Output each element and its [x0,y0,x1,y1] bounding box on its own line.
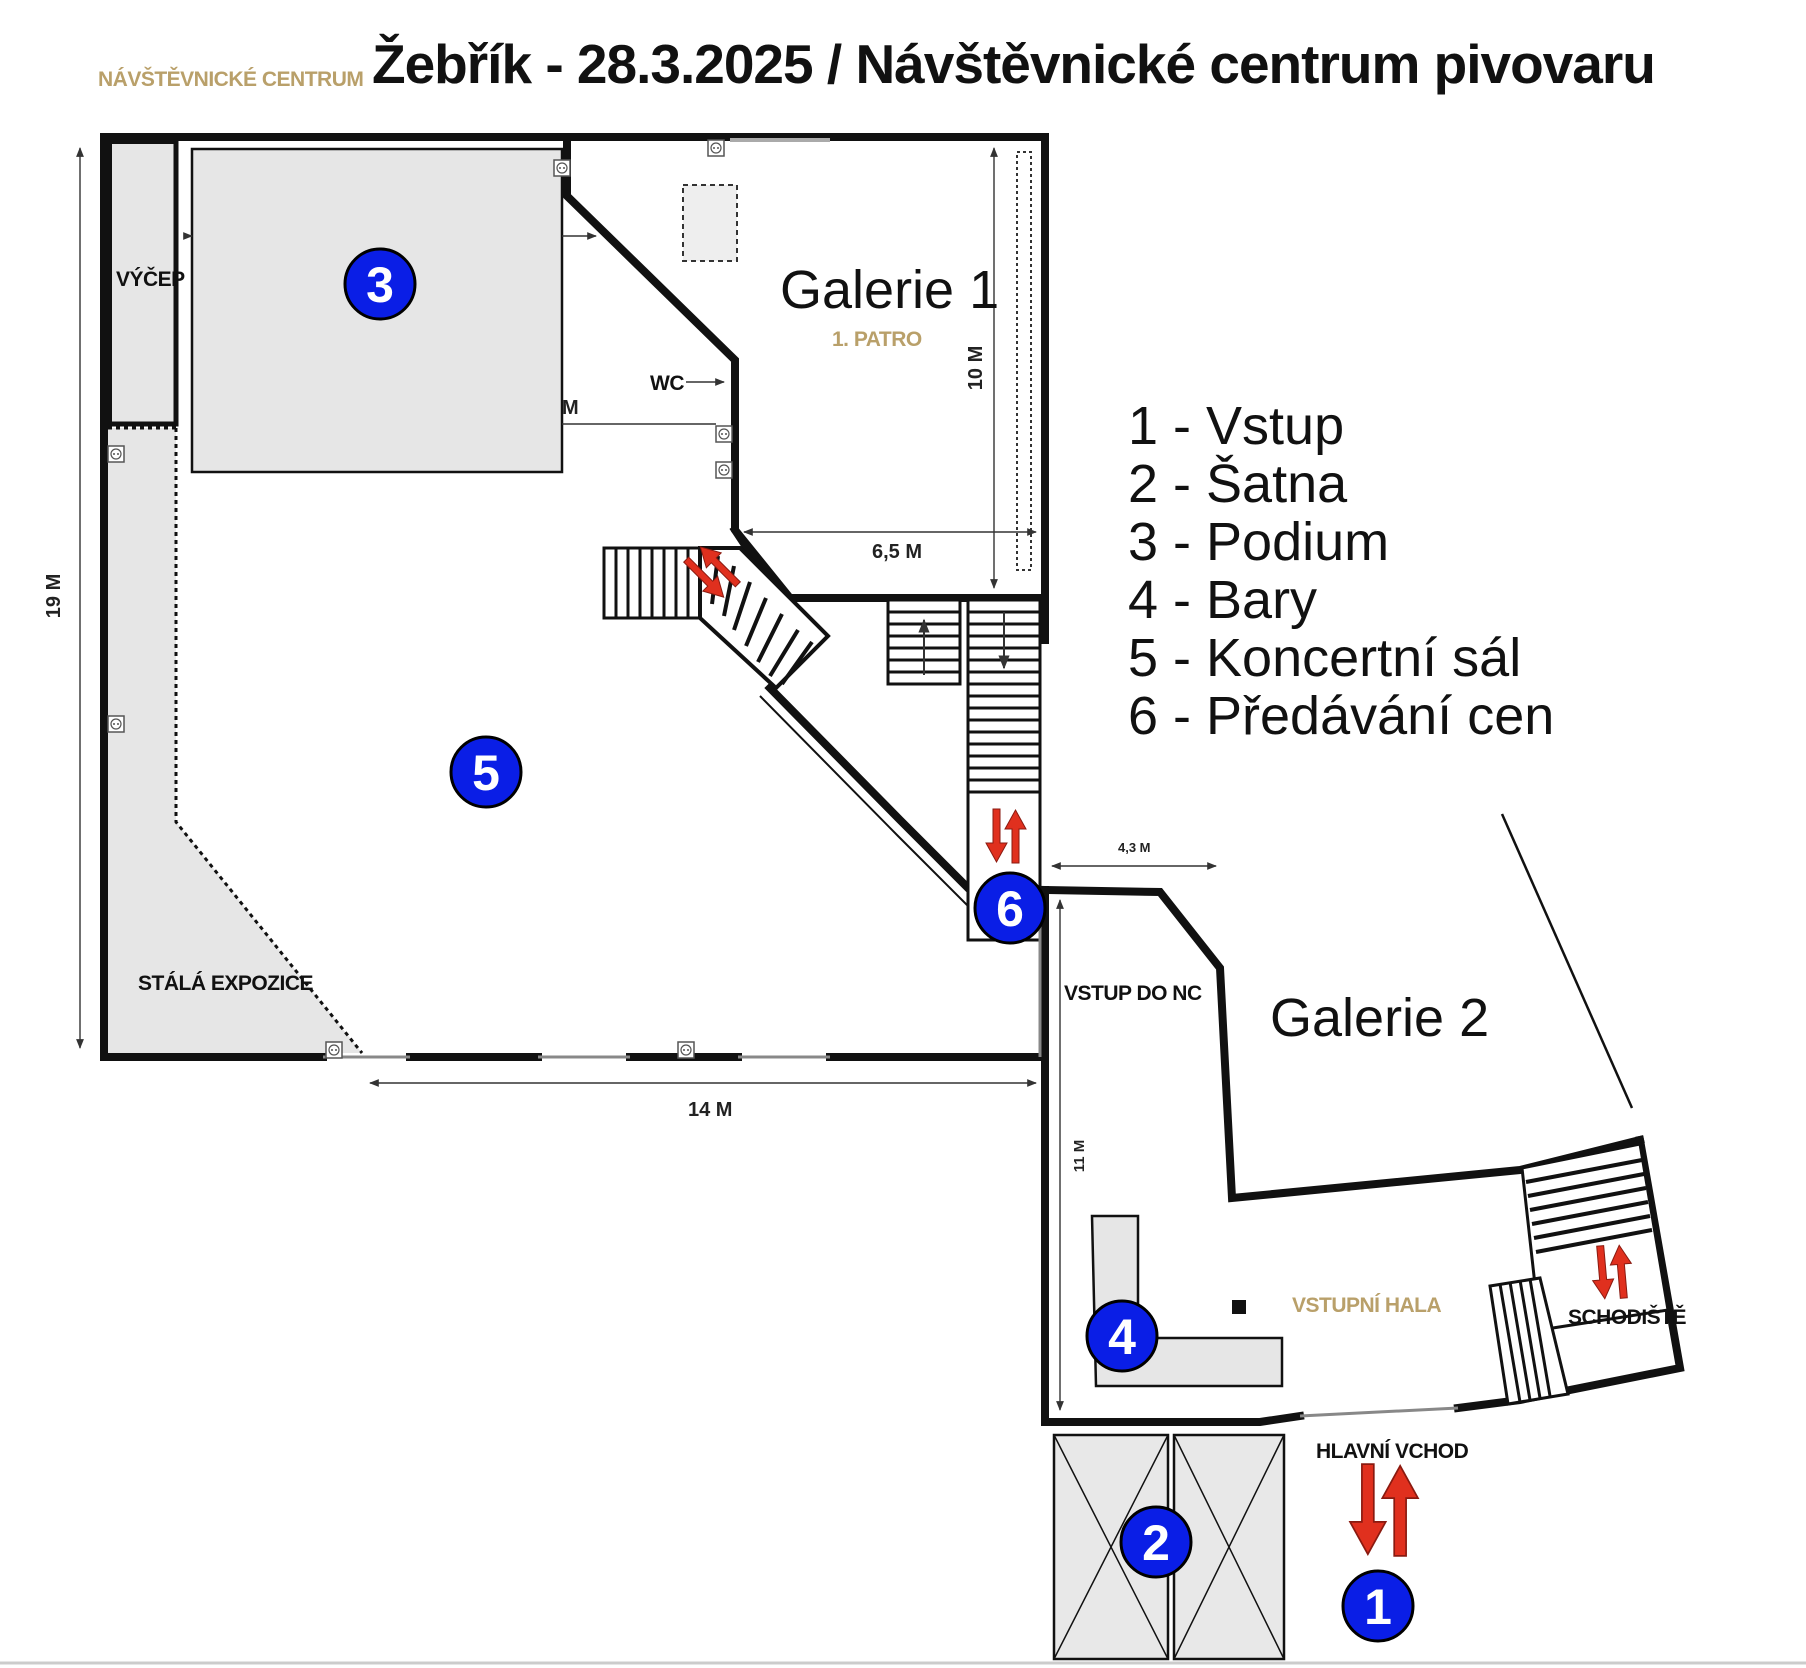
svg-text:6: 6 [996,881,1024,937]
stairs-icon [1488,1142,1670,1406]
outlet-icon [715,461,733,479]
dimension-6-5m: 6,5 M [872,541,922,563]
dimension-4-3m: 4,3 M [1118,840,1151,855]
legend-item: 2 - Šatna [1128,454,1348,514]
svg-text:1: 1 [1364,1579,1392,1635]
exhibition-area [108,428,362,1053]
legend-item: 5 - Koncertní sál [1128,628,1521,688]
outlet-icon [553,159,571,177]
legend-item: 3 - Podium [1128,512,1389,572]
dimension-10m: 10 M [965,346,987,390]
marker-1: 1 [1341,1569,1415,1643]
main-hall-walls [100,133,1049,1061]
legend: 1 - Vstup 2 - Šatna 3 - Podium 4 - Bary … [1128,396,1554,746]
up-down-arrow-icon [1349,1463,1419,1557]
outlet-icon [677,1041,695,1059]
gallery1-walls [563,140,796,604]
entrance-hall-label: VSTUPNÍ HALA [1292,1294,1442,1317]
dimension-14m: 14 M [688,1099,732,1121]
nc-entry-label: VSTUP DO NC [1064,982,1202,1005]
legend-item: 4 - Bary [1128,570,1317,630]
staircase-label: SCHODIŠTĚ [1568,1305,1687,1329]
legend-item: 6 - Předávání cen [1128,686,1554,746]
legend-item: 1 - Vstup [1128,396,1344,456]
marker-3: 3 [343,247,417,321]
dimension-19m: 19 M [43,574,65,618]
outlet-icon [707,139,725,157]
wc-label: WC [650,372,684,395]
permanent-exhibition-label: STÁLÁ EXPOZICE [138,972,314,995]
outlet-icon [107,445,125,463]
stairs-icon [602,546,831,691]
tap-room-label: VÝČEP [116,267,185,291]
svg-text:2: 2 [1142,1515,1170,1571]
marker-5: 5 [449,735,523,809]
marker-6: 6 [973,871,1047,945]
svg-text:5: 5 [472,745,500,801]
outlet-icon [107,715,125,733]
marker-4: 4 [1085,1299,1159,1373]
outlet-icon [715,425,733,443]
gallery2-label: Galerie 2 [1270,988,1489,1048]
svg-text:3: 3 [366,257,394,313]
outlet-icon [325,1041,343,1059]
dimension-m: M [562,397,579,419]
marker-2: 2 [1119,1505,1193,1579]
floor-level-label: 1. PATRO [832,328,922,351]
page-title: Žebřík - 28.3.2025 / Návštěvnické centru… [372,33,1655,95]
gallery2-edge [1500,813,1634,1109]
brand-logo-text: NÁVŠTĚVNICKÉ CENTRUM [98,67,363,91]
svg-text:4: 4 [1108,1309,1136,1365]
main-entrance-label: HLAVNÍ VCHOD [1316,1440,1469,1463]
dimension-11m: 11 M [1071,1140,1088,1173]
gallery1-label: Galerie 1 [780,260,999,320]
tap-room-area [108,140,178,426]
